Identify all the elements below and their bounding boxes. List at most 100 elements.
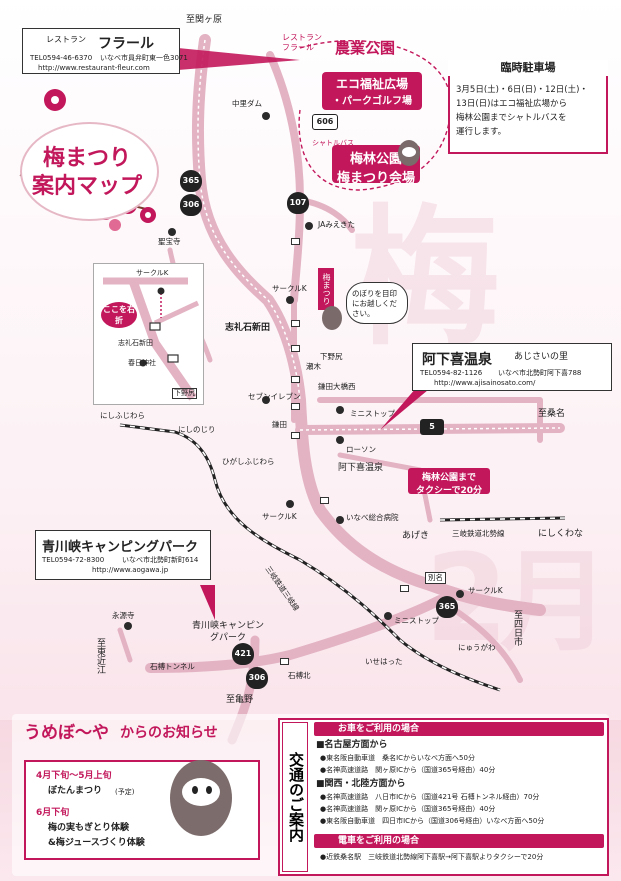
taxi-line2: タクシーで20分 [416, 486, 482, 496]
access-vertical-title: 交通のご案内 [282, 722, 308, 872]
mascot-bubble-text: のぼりを目印にお越しください。 [352, 289, 397, 318]
mascot-bubble [346, 282, 408, 324]
label-ishigure-tunnel: 石榑トンネル [150, 662, 195, 671]
label-ibohara: いせはった [365, 657, 403, 666]
label-ja: JAみえきた [318, 220, 355, 229]
onsen-name: 阿下喜温泉 [422, 352, 492, 368]
mascot-small [322, 306, 342, 330]
route-306-shield-a: 306 [180, 194, 202, 216]
label-ministop1: ミニストップ [350, 409, 395, 418]
circlek1-dot [286, 296, 294, 304]
signal-5 [291, 403, 300, 410]
label-urakawa: 瀬木 [306, 362, 321, 371]
festival-flag: 梅まつり [318, 268, 334, 310]
news-item2-what1: 梅の実もぎとり体験 [48, 823, 130, 833]
access-kansai-1: ●名神高速道路 八日市ICから（国道421号 石榑トンネル経由）70分 [320, 793, 540, 801]
label-inabe-hospital: いなべ総合病院 [346, 513, 399, 522]
park-name: 農業公園 [335, 39, 396, 57]
label-to-yokkaichi: 至四日市 [512, 610, 522, 646]
signal-6 [291, 432, 300, 439]
news-item2-what2: &梅ジュースづくり体験 [48, 838, 145, 848]
inset-shimonojiri: 下野尻 [172, 388, 197, 399]
news-item1-what: ぼたんまつり [48, 786, 103, 796]
access-nagoya-2: ●名神高速道路 関ヶ原ICから（国道365号経由）40分 [320, 766, 496, 774]
label-eigenji: 永源寺 [112, 611, 135, 620]
label-ageki-station: あげき [402, 531, 430, 541]
signal-3 [291, 345, 300, 352]
onsen-sub: あじさいの里 [514, 352, 569, 362]
label-nishinojiri: にしのじり [178, 425, 216, 434]
label-hokusei-line: 三岐鉄道北勢線 [452, 529, 505, 538]
route-5-shield: 5 [420, 419, 444, 435]
signal-9 [280, 658, 289, 665]
label-shimonojiri: 下野尻 [320, 352, 343, 361]
parking-line2: 13日(日)はエコ福祉広場から [456, 99, 567, 109]
ministop1-dot [336, 406, 344, 414]
restaurant-card [22, 28, 180, 74]
railway-ties [119, 424, 566, 691]
golf-name: ・パークゴルフ場 [332, 96, 412, 107]
label-seven: セブンイレブン [248, 392, 301, 401]
shuttle-label: シャトルバス [312, 139, 354, 147]
label-circlek2: サークルK [262, 512, 297, 521]
access-train-head-text: 電車をご利用の場合 [338, 836, 420, 846]
shohoji-dot [168, 228, 176, 236]
onsen-url: http://www.ajisainosato.com/ [434, 379, 536, 387]
label-shiraiwa: 志礼石新田 [225, 323, 271, 333]
route-107-shield: 107 [287, 192, 309, 214]
mascot-face [402, 147, 416, 157]
venue-name2: 梅まつり会場 [336, 171, 415, 186]
map-title-line1: 梅まつり [43, 146, 132, 171]
signal-2 [291, 320, 300, 327]
camp-map-label: 青川峡キャンピングパーク [191, 621, 264, 643]
inset-turn-badge: ここを右折 [101, 302, 137, 328]
map-title-circle [20, 122, 159, 221]
access-nagoya-1: ●東名阪自動車道 桑名ICからいなべ方面へ50分 [320, 754, 475, 762]
hospital-dot [336, 516, 344, 524]
label-to-higashiomi: 至東近江 [95, 638, 105, 674]
restaurant-name: フラール [98, 36, 154, 52]
ja-dot [305, 222, 313, 230]
news-item1-note: (予定) [115, 788, 135, 796]
access-train-1: ●近鉄桑名駅 三岐鉄道北勢線阿下喜駅→阿下喜駅よりタクシーで20分 [320, 853, 544, 861]
label-circlek1: サークルK [272, 284, 307, 293]
label-kamada: 鎌田 [272, 420, 287, 429]
inset-shiraiwa: 志礼石新田 [118, 339, 153, 347]
access-car-head-text: お車をご利用の場合 [338, 724, 420, 734]
access-kansai-3: ●東名阪自動車道 四日市ICから（国道306号経由）いなべ方面へ50分 [320, 817, 545, 825]
label-ishigure-kita: 石榑北 [288, 671, 311, 680]
access-kansai: ■関西・北陸方面から [316, 779, 406, 789]
mascot-large-eye-r [206, 786, 212, 794]
taxi-line1: 梅林公園まで [421, 473, 476, 483]
eco-square-label: エコ福祉広場 ・パークゴルフ場 [322, 72, 422, 110]
news-title-a: うめぼ〜や [24, 723, 109, 743]
access-car-head: お車をご利用の場合 [314, 722, 604, 736]
route-306-shield-b: 306 [246, 667, 268, 689]
label-betsumei: 別名 [425, 572, 446, 584]
label-shohoji: 聖宝寺 [158, 237, 181, 246]
camp-card [35, 530, 211, 580]
access-nagoya: ■名古屋方面から [316, 740, 388, 750]
label-to-sekigahara: 至関ヶ原 [186, 15, 223, 25]
restaurant-url: http://www.restaurant-fleur.com [38, 64, 150, 72]
inset-kasuga: 春日神社 [128, 359, 156, 367]
label-nishifujiwara: にしふじわら [100, 411, 145, 420]
circlek2-dot [286, 500, 294, 508]
mascot-large-eye-l [192, 786, 198, 794]
mascot-large-face [182, 778, 220, 806]
venue-name1: 梅林公園 [349, 152, 402, 167]
signal-1 [291, 238, 300, 245]
taxi-label: 梅林公園まで タクシーで20分 [408, 468, 490, 496]
circlek3-dot [456, 590, 464, 598]
onsen-address: いなべ市北勢町阿下喜788 [498, 369, 582, 377]
onsen-card [412, 343, 612, 391]
park-restaurant-tag: レストラン フラール [282, 33, 322, 52]
seven-dot [262, 396, 270, 404]
venue-label: 梅林公園 梅まつり会場 [332, 145, 420, 186]
news-item2-when: 6月下旬 [36, 808, 70, 818]
camp-tel: TEL0594-72-8300 [42, 556, 105, 564]
svg-text:梅: 梅 [350, 192, 500, 366]
label-nishikuwana: にしくわな [538, 529, 584, 539]
access-kansai-2: ●名神高速道路 関ヶ原ICから（国道365号経由）40分 [320, 805, 496, 813]
